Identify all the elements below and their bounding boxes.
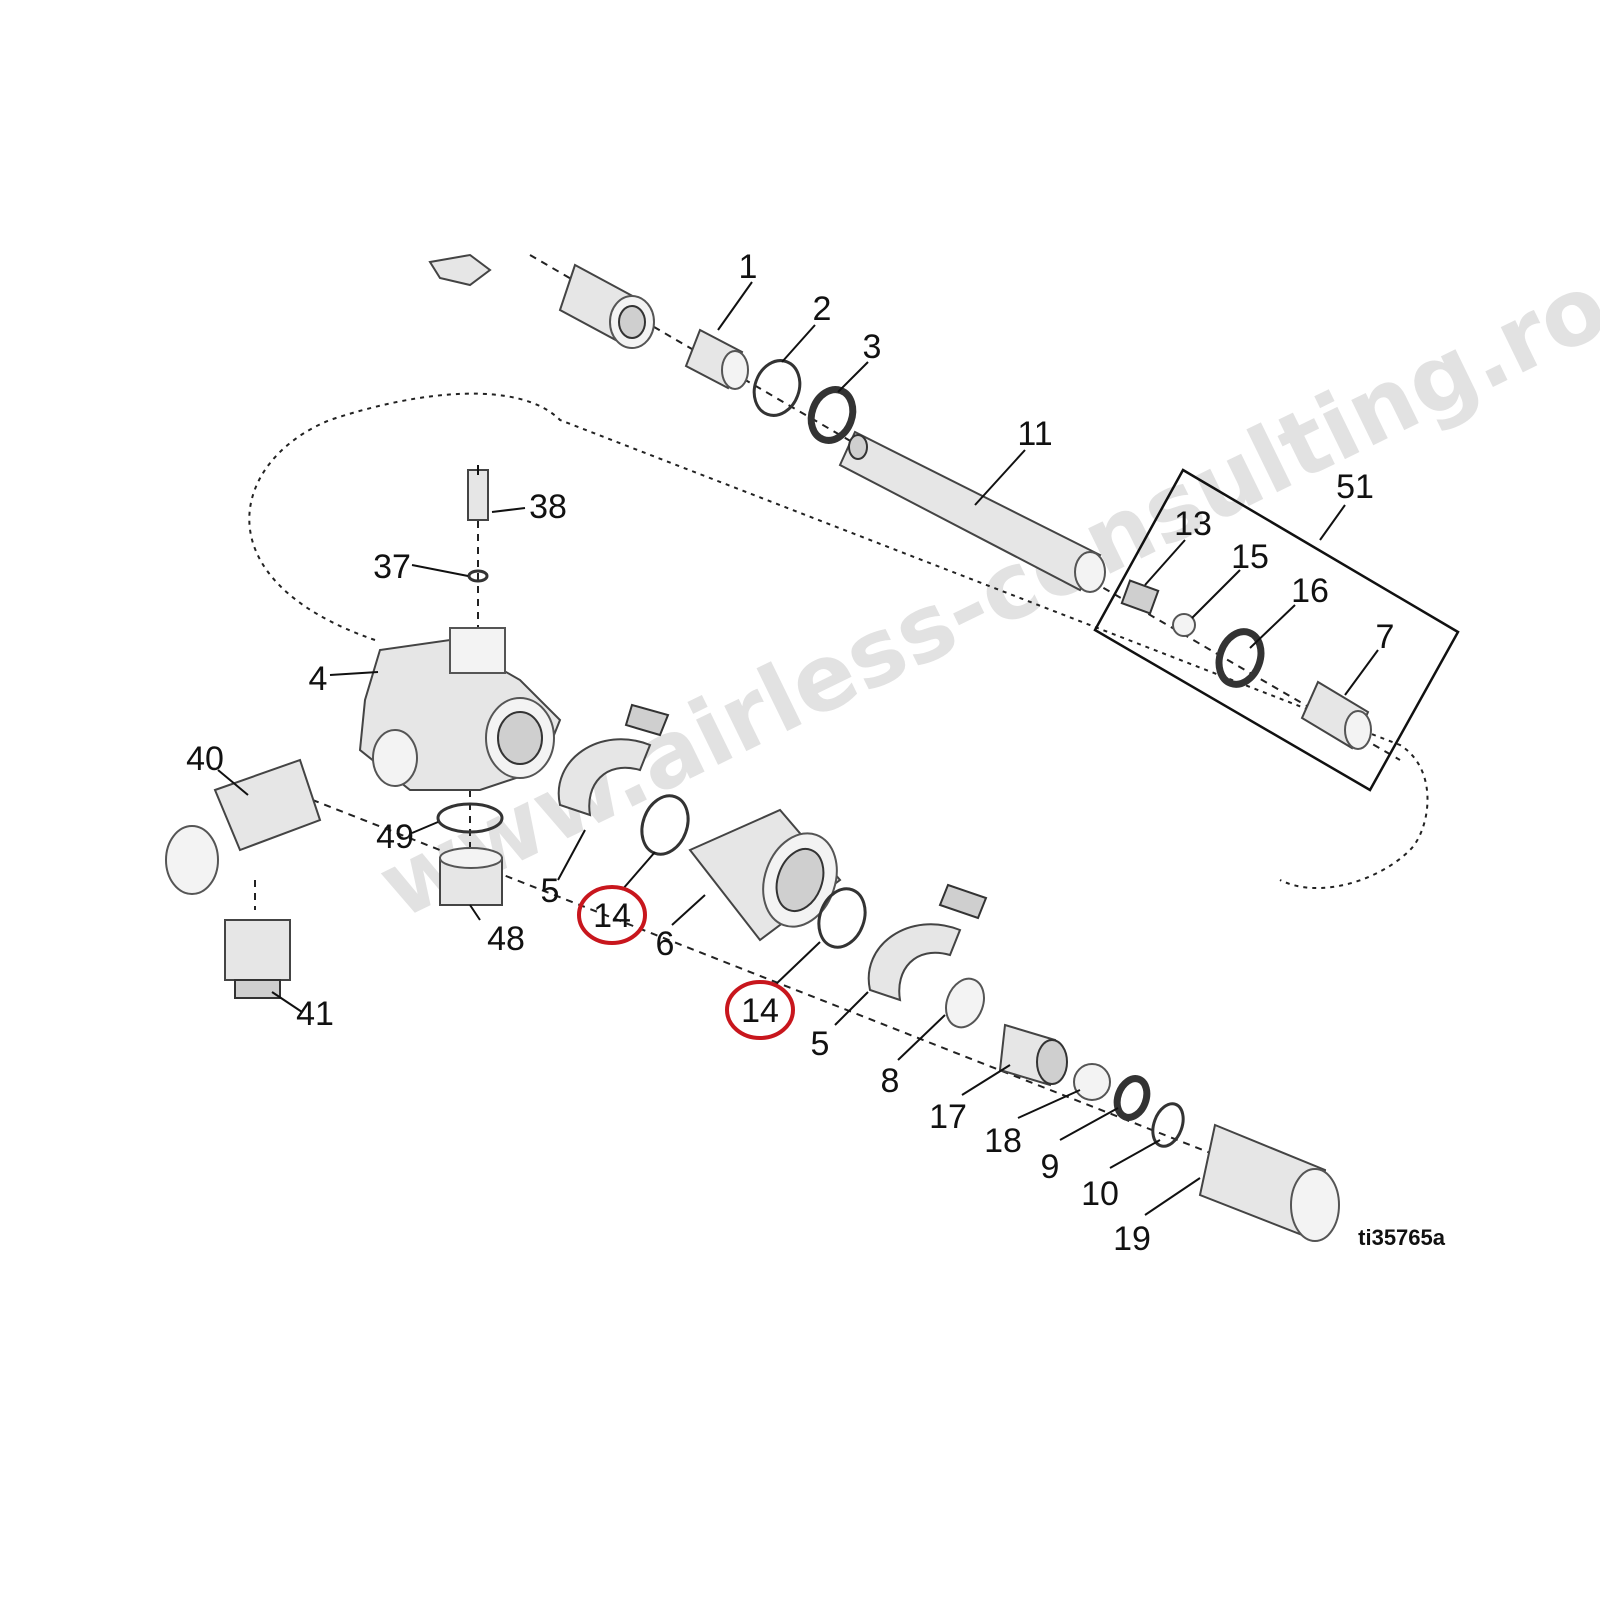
callout-2: 2 [813, 290, 832, 328]
callout-38: 38 [529, 488, 567, 526]
part-14-oring-lower [817, 887, 867, 949]
callout-10: 10 [1081, 1175, 1119, 1213]
callout-13: 13 [1174, 505, 1212, 543]
callout-17: 17 [929, 1098, 967, 1136]
callout-11: 11 [1017, 415, 1052, 453]
callout-18: 18 [984, 1122, 1022, 1160]
part-1-bushing [684, 328, 749, 390]
callout-9: 9 [1041, 1148, 1060, 1186]
part-4-manifold [358, 627, 562, 791]
part-5-clamp-lower [867, 883, 988, 1002]
callout-1: 1 [739, 248, 758, 286]
callout-8: 8 [881, 1062, 900, 1100]
callout-16: 16 [1291, 572, 1329, 610]
callout-41: 41 [296, 995, 334, 1033]
part-49-oring [436, 802, 504, 834]
part-19-housing [1198, 1123, 1340, 1242]
part-16-seat [1215, 628, 1265, 688]
callout-37: 37 [373, 548, 411, 586]
part-top-fragment [428, 253, 492, 287]
part-48-plug [439, 847, 503, 906]
callout-48: 48 [487, 920, 525, 958]
callout-7: 7 [1376, 618, 1395, 656]
part-3-ring [807, 386, 857, 444]
part-11-rod [838, 430, 1106, 593]
callout-4: 4 [309, 660, 328, 698]
callout-labels: 1 2 3 11 51 13 15 16 7 38 37 4 40 49 48 … [186, 248, 1394, 1258]
watermark: www.airless-consulting.ro [363, 252, 1600, 940]
part-17-guide [998, 1023, 1068, 1087]
callout-14-lower: 14 [741, 992, 779, 1030]
part-7-housing [1300, 680, 1372, 750]
part-37-washer [467, 569, 489, 583]
part-6-cylinder [688, 808, 842, 942]
callout-19: 19 [1113, 1220, 1151, 1258]
part-38-valve [467, 465, 489, 521]
callout-51: 51 [1336, 468, 1374, 506]
leader-lines [217, 281, 1379, 1216]
part-5-clamp-upper [557, 703, 670, 817]
part-40-adapter [165, 758, 322, 895]
part-18-ball [1073, 1063, 1111, 1101]
callout-3: 3 [863, 328, 882, 366]
callout-49: 49 [376, 818, 414, 856]
highlight-circle-14-upper [577, 885, 647, 945]
part-15-ball [1172, 613, 1196, 637]
figure-id: ti35765a [1358, 1225, 1446, 1250]
part-41-fitting [224, 919, 291, 999]
callout-6: 6 [656, 925, 675, 963]
part-8-seat [945, 977, 985, 1029]
callout-14-upper: 14 [593, 897, 631, 935]
highlight-circle-14-lower [725, 980, 795, 1040]
callout-15: 15 [1231, 538, 1269, 576]
part-2-ring [752, 359, 802, 417]
kit-51-box [1093, 468, 1460, 792]
part-9-washer [1113, 1075, 1151, 1121]
part-upper-cylinder [558, 263, 655, 349]
callout-5-lower: 5 [811, 1025, 830, 1063]
part-10-oring [1151, 1102, 1185, 1148]
part-13-spring [1120, 579, 1160, 615]
callout-40: 40 [186, 740, 224, 778]
dashed-loop [248, 392, 1429, 889]
callout-5-upper: 5 [541, 872, 560, 910]
